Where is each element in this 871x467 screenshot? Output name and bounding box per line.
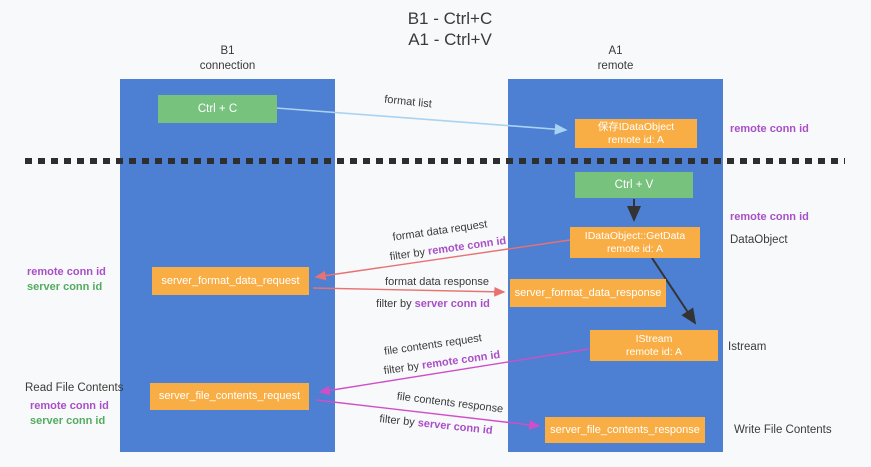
node-ctrl-v: Ctrl + V (575, 172, 693, 198)
node-server-file-contents-response: server_file_contents_response (545, 417, 705, 443)
save-idataobject-line1: 保存IDataObject (597, 120, 675, 133)
annotation-server-conn-id-left2: server conn id (30, 415, 106, 427)
node-server-format-data-request: server_format_data_request (152, 267, 309, 295)
server-file-contents-response-label: server_file_contents_response (550, 423, 700, 436)
ctrl-v-label: Ctrl + V (614, 179, 654, 191)
title-line-1: B1 - Ctrl+C (407, 9, 493, 28)
diagram-title: B1 - Ctrl+C A1 - Ctrl+V (350, 8, 550, 50)
node-ctrl-c: Ctrl + C (158, 95, 277, 123)
annotation-istream: Istream (728, 341, 767, 353)
istream-line1: IStream (635, 332, 673, 345)
node-server-format-data-response: server_format_data_response (510, 279, 666, 307)
node-server-file-contents-request: server_file_contents_request (150, 383, 309, 410)
getdata-line1: IDataObject::GetData (584, 229, 686, 242)
save-idataobject-line2: remote id: A (607, 133, 665, 146)
lane-header-b1: B1 connection (120, 44, 335, 74)
server-format-data-response-label: server_format_data_response (514, 286, 662, 299)
filter-by-text: filter by (389, 245, 429, 264)
node-save-idataobject: 保存IDataObject remote id: A (575, 119, 697, 148)
edge-label-file-contents-response: file contents response (396, 390, 504, 416)
annotation-remote-conn-id-mid: remote conn id (730, 211, 809, 223)
remote-conn-id-text: remote conn id (427, 234, 507, 258)
annotation-dataobject: DataObject (730, 234, 788, 246)
istream-line2: remote id: A (625, 345, 683, 358)
session-separator-dashed-line (25, 158, 845, 164)
annotation-read-file-contents: Read File Contents (25, 382, 124, 394)
edge-label-format-data-response: format data response (385, 276, 489, 288)
edge-label-filter-server-2: filter by server conn id (379, 413, 493, 437)
annotation-remote-conn-id-top: remote conn id (730, 123, 809, 135)
node-istream: IStream remote id: A (590, 330, 718, 361)
annotation-server-conn-id-left1: server conn id (27, 281, 103, 293)
lane-a1-name: A1 (608, 45, 623, 57)
filter-by-text: filter by (376, 298, 415, 310)
edge-label-filter-server-1: filter by server conn id (376, 298, 490, 310)
server-format-data-request-label: server_format_data_request (161, 274, 300, 287)
server-conn-id-text: server conn id (417, 417, 494, 437)
edge-label-format-list: format list (383, 93, 433, 111)
annotation-remote-conn-id-left2: remote conn id (30, 400, 109, 412)
arrow-format-data-response (312, 286, 506, 297)
lane-b1-subtitle: connection (199, 60, 256, 72)
lane-header-a1: A1 remote (508, 44, 723, 74)
ctrl-c-label: Ctrl + C (197, 103, 238, 115)
getdata-line2: remote id: A (606, 242, 664, 255)
lane-b1-name: B1 (220, 45, 235, 57)
server-conn-id-text: server conn id (414, 298, 490, 310)
title-line-2: A1 - Ctrl+V (408, 30, 492, 49)
filter-by-text: filter by (378, 413, 419, 430)
annotation-remote-conn-id-left1: remote conn id (27, 266, 106, 278)
server-file-contents-request-label: server_file_contents_request (158, 390, 301, 402)
filter-by-text: filter by (383, 359, 423, 378)
annotation-write-file-contents: Write File Contents (734, 424, 832, 436)
remote-conn-id-text: remote conn id (421, 348, 501, 372)
lane-a1-subtitle: remote (597, 60, 634, 72)
node-idataobject-getdata: IDataObject::GetData remote id: A (570, 227, 700, 258)
